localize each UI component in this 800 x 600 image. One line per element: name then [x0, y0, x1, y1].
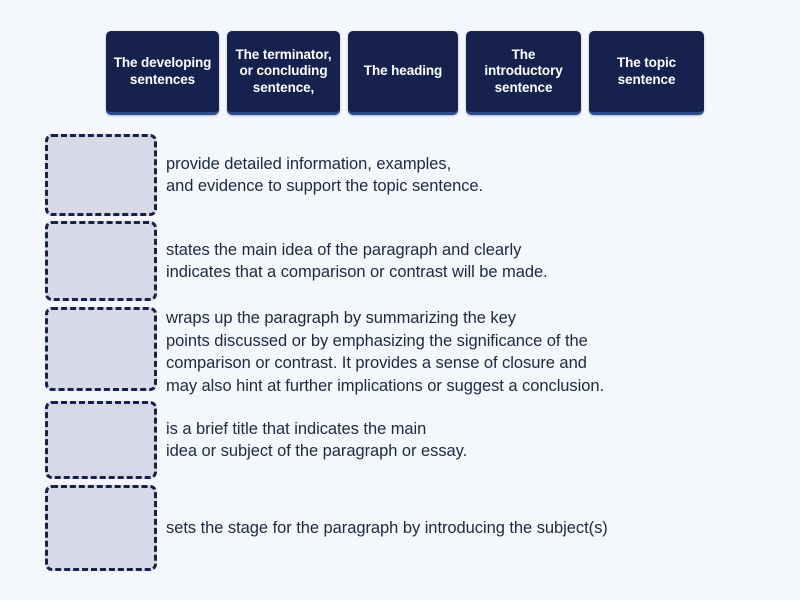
answer-line: wraps up the paragraph by summarizing th… — [166, 309, 516, 327]
draggable-tile-heading[interactable]: The heading — [348, 31, 458, 115]
dropzone-slot[interactable] — [45, 485, 157, 571]
answer-line: indicates that a comparison or contrast … — [166, 263, 548, 281]
match-row: provide detailed information, examples, … — [45, 134, 785, 216]
draggable-tile-introductory-sentence[interactable]: The introductory sentence — [466, 31, 581, 115]
draggable-tile-developing-sentences[interactable]: The developing sentences — [106, 31, 219, 115]
dropzone-slot[interactable] — [45, 307, 157, 391]
answer-text: provide detailed information, examples, … — [157, 134, 785, 216]
answer-line: provide detailed information, examples, — [166, 154, 452, 173]
tile-label: The topic sentence — [616, 55, 677, 87]
answer-line: states the main idea of the paragraph an… — [166, 240, 522, 259]
dropzone-slot[interactable] — [45, 134, 157, 216]
answer-line: and evidence to support the topic senten… — [166, 177, 484, 195]
draggable-tile-topic-sentence[interactable]: The topic sentence — [589, 31, 704, 115]
tile-label: The developing sentences — [113, 55, 212, 87]
tile-label: The terminator, or concluding sentence, — [235, 46, 332, 95]
match-row: wraps up the paragraph by summarizing th… — [45, 307, 785, 397]
answer-line: sets the stage for the paragraph by intr… — [166, 518, 608, 537]
answer-text: wraps up the paragraph by summarizing th… — [157, 307, 785, 397]
answer-line: points discussed or by emphasizing the s… — [166, 331, 588, 350]
answer-line: is a brief title that indicates the main — [166, 419, 427, 438]
answer-text: states the main idea of the paragraph an… — [157, 221, 785, 301]
answer-line: idea or subject of the paragraph or essa… — [166, 442, 468, 460]
answer-line: comparison or contrast. It provides a se… — [166, 354, 587, 372]
tile-bank: The developing sentences The terminator,… — [106, 31, 704, 115]
answer-text: sets the stage for the paragraph by intr… — [157, 485, 785, 571]
match-rows: provide detailed information, examples, … — [45, 134, 785, 576]
draggable-tile-terminator-concluding-sentence[interactable]: The terminator, or concluding sentence, — [227, 31, 340, 115]
dropzone-slot[interactable] — [45, 401, 157, 479]
tile-label: The heading — [363, 63, 443, 79]
match-row: is a brief title that indicates the main… — [45, 401, 785, 479]
answer-line: may also hint at further implications or… — [166, 376, 605, 395]
dropzone-slot[interactable] — [45, 221, 157, 301]
match-row: states the main idea of the paragraph an… — [45, 221, 785, 301]
tile-label: The introductory sentence — [484, 46, 563, 95]
match-row: sets the stage for the paragraph by intr… — [45, 485, 785, 571]
answer-text: is a brief title that indicates the main… — [157, 401, 785, 479]
